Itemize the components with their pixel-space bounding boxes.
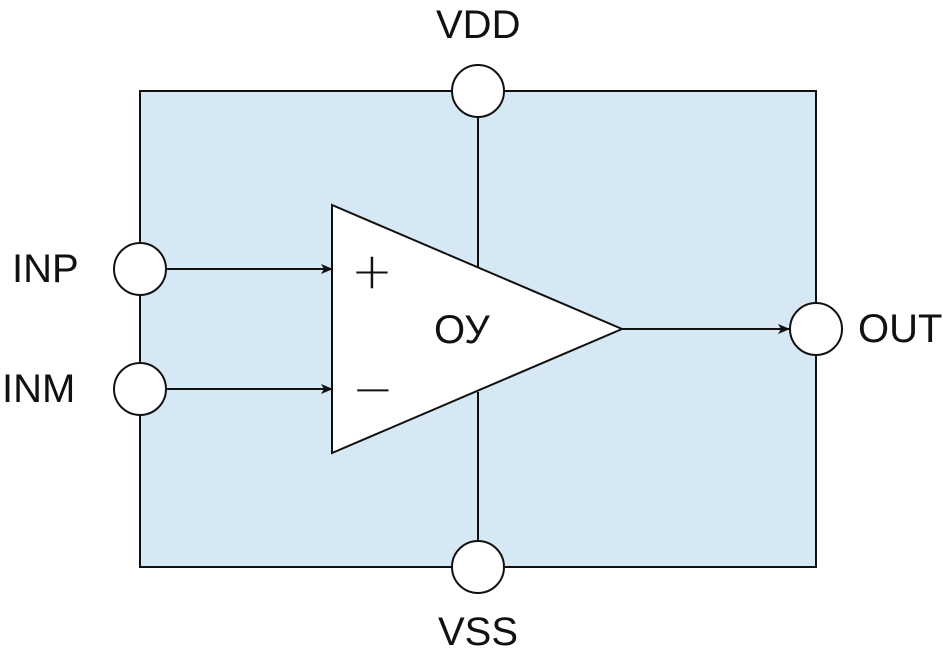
vdd-label: VDD	[436, 3, 521, 47]
inverting-sign: −	[352, 360, 394, 418]
amplifier-label: ОУ	[434, 308, 490, 352]
inm-label: INM	[2, 367, 76, 411]
out-label: OUT	[858, 307, 943, 351]
inp-pin	[113, 242, 167, 296]
out-pin	[789, 302, 843, 356]
opamp-triangle	[331, 203, 625, 455]
inm-pin	[113, 362, 167, 416]
vss-pin	[451, 540, 505, 594]
vss-label: VSS	[438, 610, 519, 654]
vdd-pin	[451, 64, 505, 118]
noninverting-sign: +	[351, 242, 393, 300]
inp-label: INP	[12, 247, 79, 291]
